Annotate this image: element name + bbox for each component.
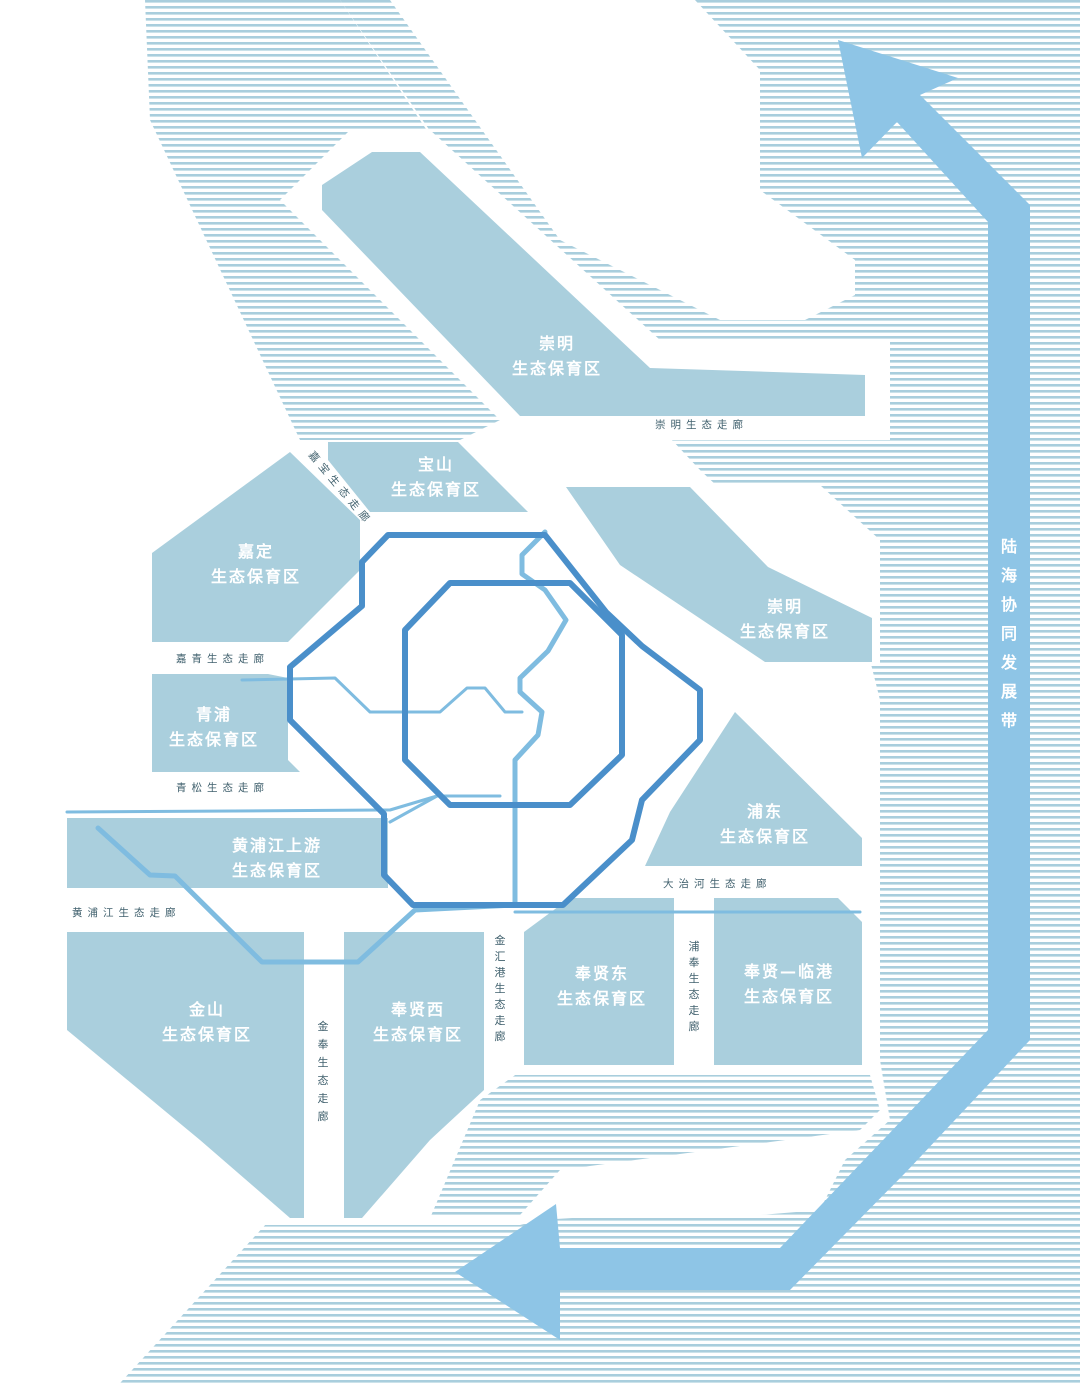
corridor-dazhihe: 大治河生态走廊 <box>663 877 772 890</box>
zone-qingpu-name: 青浦 <box>196 705 232 724</box>
zone-fengxian-lingang <box>714 898 862 1065</box>
zone-jinshan <box>67 932 304 1218</box>
zone-fengxian-east-sub: 生态保育区 <box>557 989 647 1008</box>
dianpu-river <box>65 794 502 814</box>
zone-qingpu-sub: 生态保育区 <box>169 730 259 749</box>
zone-huangpu-upper <box>67 818 388 888</box>
zone-jinshan-sub: 生态保育区 <box>162 1025 252 1044</box>
zone-chongming-east <box>566 487 872 662</box>
zone-fengxian-west-name: 奉贤西 <box>390 1000 445 1019</box>
huangpu-river <box>95 529 569 965</box>
suzhou-creek <box>240 676 524 714</box>
corridor-qingsong: 青松生态走廊 <box>176 781 269 794</box>
zone-chongming-north-name: 崇明 <box>539 334 575 353</box>
zone-baoshan <box>328 442 528 512</box>
corridor-jinfeng: 金奉生态走廊 <box>318 1019 329 1123</box>
zone-fengxian-east <box>524 898 674 1065</box>
zone-pudong-sub: 生态保育区 <box>720 827 810 846</box>
zone-fengxian-lingang-sub: 生态保育区 <box>744 987 834 1006</box>
core-label: 主城区 <box>508 622 553 640</box>
zone-qingpu <box>152 674 300 772</box>
outer-ring <box>287 532 703 908</box>
band-label: 陆海协同发展带 <box>1000 537 1018 730</box>
zone-huangpu-upper-sub: 生态保育区 <box>232 861 322 880</box>
zone-baoshan-name: 宝山 <box>418 455 454 474</box>
core-diagonal-river <box>388 794 439 824</box>
zone-huangpu-upper-name: 黄浦江上游 <box>232 836 322 855</box>
corridor-chongming: 崇明生态走廊 <box>655 418 748 431</box>
zone-chongming-north <box>322 152 865 416</box>
corridor-jiaqing: 嘉青生态走廊 <box>176 652 269 665</box>
zone-fengxian-west <box>344 932 484 1218</box>
zones <box>67 152 872 1218</box>
zone-jiading-sub: 生态保育区 <box>211 567 301 586</box>
rivers <box>65 529 862 965</box>
zone-jiading <box>152 452 360 642</box>
core-rings <box>287 532 703 908</box>
inner-ring <box>402 580 625 808</box>
zone-fengxian-west-sub: 生态保育区 <box>373 1025 463 1044</box>
land-sea-band-arrow <box>455 40 1030 1340</box>
corridor-huangpujiang: 黄浦江生态走廊 <box>72 906 181 919</box>
zone-baoshan-sub: 生态保育区 <box>391 480 481 499</box>
zone-chongming-east-name: 崇明 <box>767 597 803 616</box>
corridor-pufeng: 浦奉生态走廊 <box>689 940 700 1033</box>
zone-chongming-east-sub: 生态保育区 <box>740 622 830 641</box>
zone-chongming-north-sub: 生态保育区 <box>512 359 602 378</box>
zone-pudong <box>645 712 862 866</box>
vertical-corridor-labels: 金汇港生态走廊 浦奉生态走廊 金奉生态走廊 陆海协同发展带 <box>318 537 1018 1123</box>
zone-pudong-name: 浦东 <box>747 802 783 821</box>
zone-labels: 崇明 生态保育区 宝山 生态保育区 嘉定 生态保育区 崇明 生态保育区 青浦 生… <box>162 334 834 1044</box>
zone-fengxian-lingang-name: 奉贤—临港 <box>743 962 834 981</box>
zone-jiading-name: 嘉定 <box>237 542 274 561</box>
corridor-jinhuigang: 金汇港生态走廊 <box>495 933 506 1043</box>
zone-jinshan-name: 金山 <box>188 1000 225 1019</box>
zone-fengxian-east-name: 奉贤东 <box>574 964 629 983</box>
